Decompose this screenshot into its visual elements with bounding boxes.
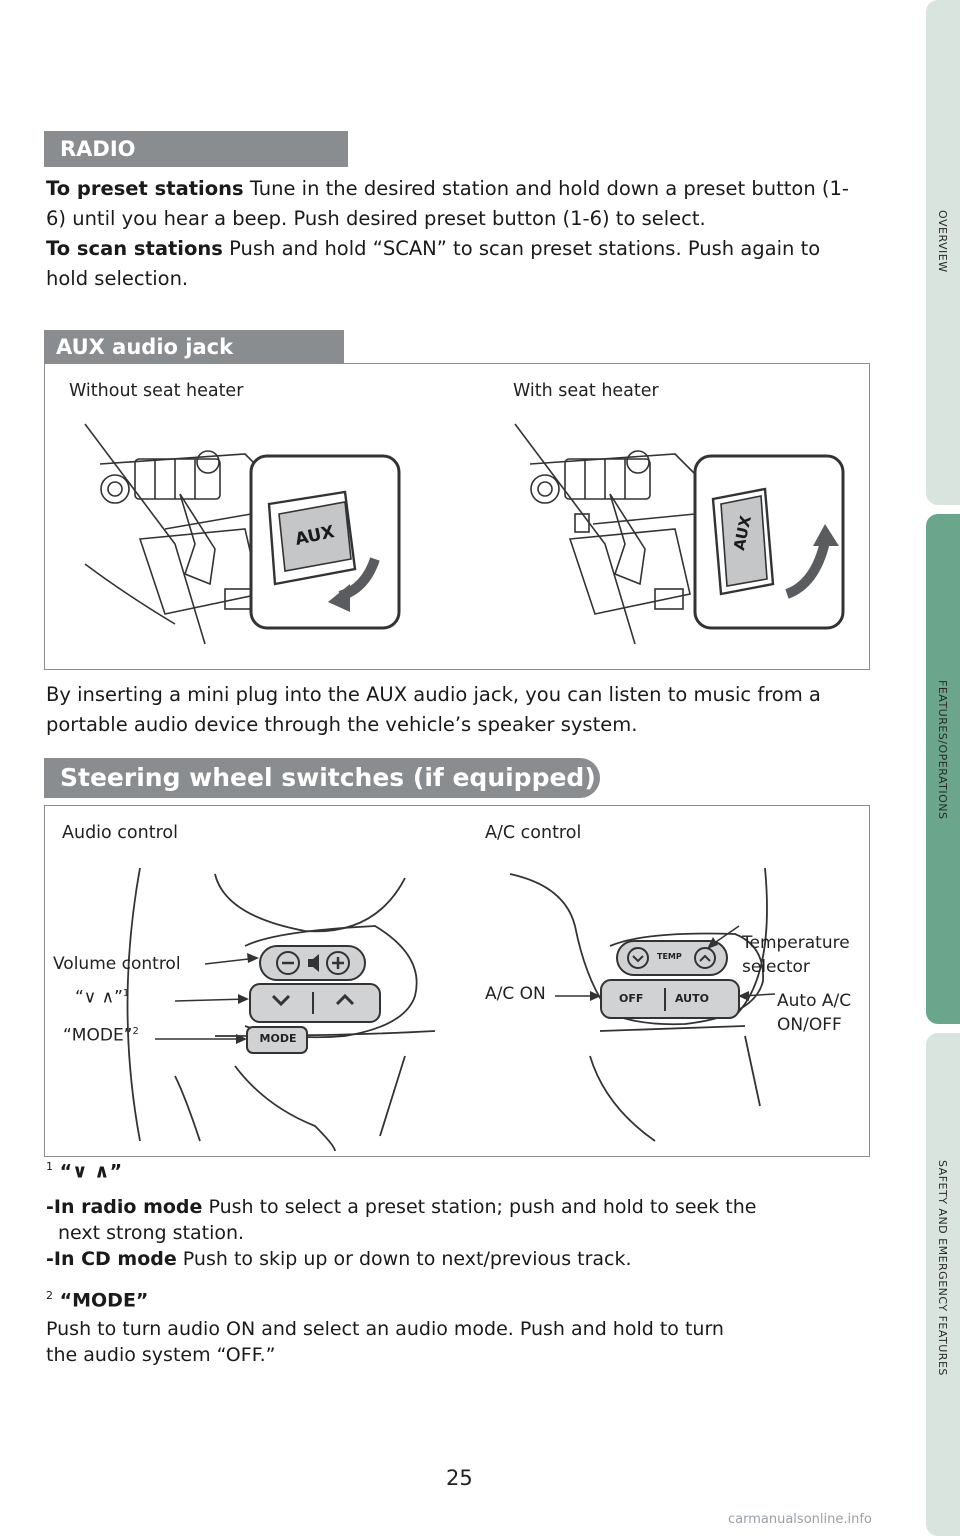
volume-control-label: Volume control — [53, 954, 181, 974]
radio-header: RADIO — [44, 131, 348, 167]
seek-label: “∨ ∧”1 — [75, 987, 130, 1008]
steering-switch-illustration — [126, 867, 776, 1152]
note2-line1: Push to turn audio ON and select an audi… — [46, 1318, 724, 1340]
scan-label: To scan stations — [46, 237, 223, 260]
steering-caption-left: Audio control — [62, 823, 178, 843]
aux-caption-right: With seat heater — [513, 381, 659, 401]
temp-button-label: TEMP — [657, 952, 682, 961]
ac-on-label: A/C ON — [485, 984, 546, 1004]
note1-radio-mode: -In radio mode Push to select a preset s… — [46, 1196, 757, 1218]
off-button: OFF — [619, 992, 644, 1005]
aux-caption-left: Without seat heater — [69, 381, 244, 401]
note2-heading: 2 “MODE” — [46, 1289, 149, 1312]
aux-description: By inserting a mini plug into the AUX au… — [46, 683, 821, 736]
radio-body: To preset stations Tune in the desired s… — [46, 174, 866, 294]
aux-illustration-panel: Without seat heater With seat heater — [44, 363, 870, 670]
mode-button: MODE — [259, 1032, 297, 1045]
note1-cd-mode: -In CD mode Push to skip up or down to n… — [46, 1248, 632, 1270]
side-tab-overview-label: OVERVIEW — [936, 210, 949, 273]
side-tab-features-label: FEATURES/OPERATIONS — [936, 680, 949, 820]
steering-illustration-panel: Audio control A/C control — [44, 805, 870, 1157]
note1-radio-mode-cont: next strong station. — [58, 1222, 245, 1244]
page-number: 25 — [446, 1466, 473, 1490]
scan-text: Push and hold “SCAN” to scan preset stat… — [46, 237, 821, 290]
side-tab-safety[interactable] — [926, 1033, 960, 1536]
side-tab-overview[interactable] — [926, 0, 960, 505]
mode-label: “MODE”2 — [63, 1025, 139, 1046]
preset-label: To preset stations — [46, 177, 244, 200]
steering-caption-right: A/C control — [485, 823, 582, 843]
preset-text: Tune in the desired station and hold dow… — [46, 177, 849, 230]
steering-header: Steering wheel switches (if equipped) — [44, 758, 600, 798]
note2-line2: the audio system “OFF.” — [46, 1344, 276, 1366]
note1-heading: 1 “∨ ∧” — [46, 1160, 123, 1183]
watermark[interactable]: carmanualsonline.info — [728, 1512, 872, 1527]
aux-header: AUX audio jack — [44, 330, 344, 364]
side-tab-safety-label: SAFETY AND EMERGENCY FEATURES — [936, 1160, 949, 1376]
auto-button: AUTO — [675, 992, 709, 1005]
side-tab-features[interactable] — [926, 514, 960, 1024]
aux-console-illustration — [84, 423, 845, 645]
